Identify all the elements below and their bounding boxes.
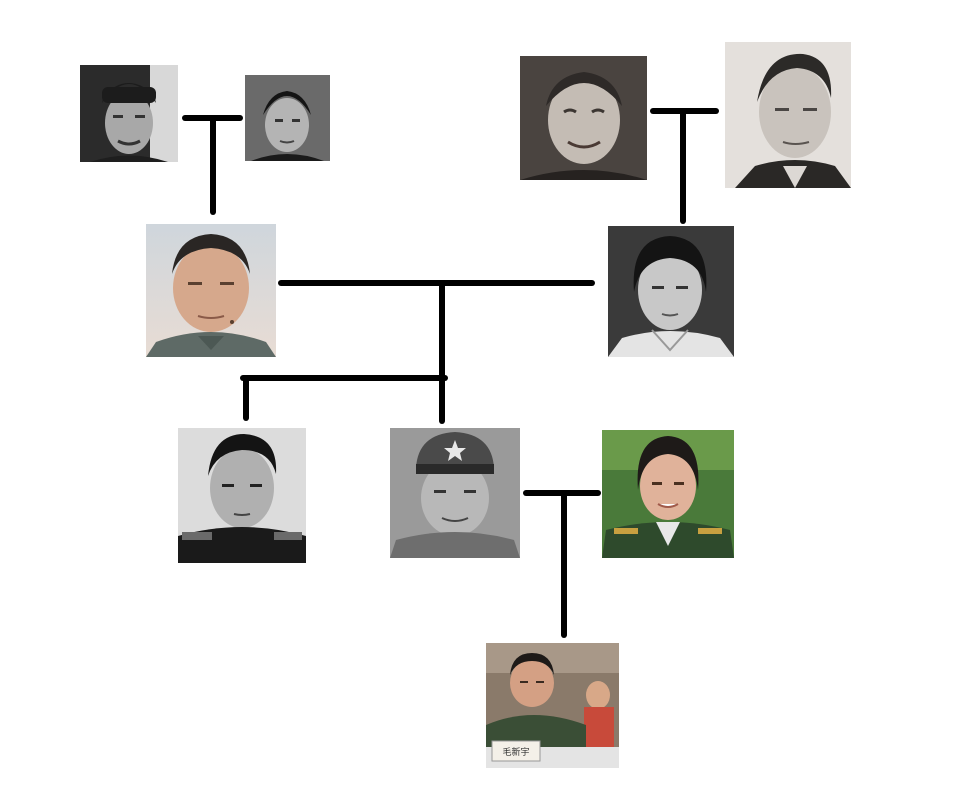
portrait-p2 (245, 75, 330, 161)
portrait-p5 (146, 224, 276, 357)
portrait-p9 (602, 430, 734, 558)
portrait-p6 (608, 226, 734, 357)
portrait-p3 (520, 56, 647, 180)
portrait-p10: 毛新宇 (486, 643, 619, 768)
portrait-p1 (80, 65, 178, 162)
nameplate-label: 毛新宇 (502, 746, 529, 758)
portrait-p4 (725, 42, 851, 188)
portrait-p7 (178, 428, 306, 563)
portrait-p8 (390, 428, 520, 558)
